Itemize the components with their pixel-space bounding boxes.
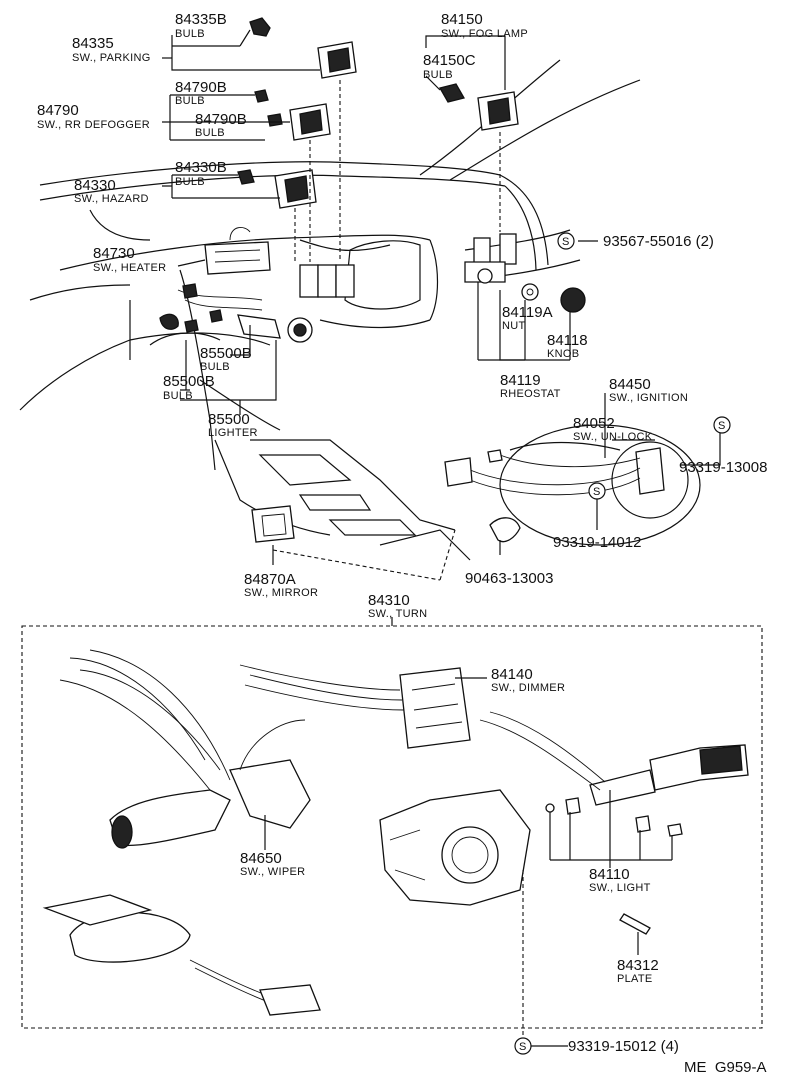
nut-84119a-shape [521, 283, 539, 301]
bulb-84150c-shape [439, 83, 465, 103]
part-desc-84310: SW., TURN [368, 608, 427, 620]
bulb-84790b-shape [254, 89, 283, 127]
part-number-84790b-upper: 84790B [175, 79, 227, 96]
part-number-84310: 84310 [368, 592, 410, 609]
part-number-84110: 84110 [589, 866, 630, 883]
part-number-84330: 84330 [74, 177, 116, 194]
part-number-84335: 84335 [72, 35, 114, 52]
switch-cluster-shape [299, 233, 517, 298]
screw-symbol-93319-13008: S [713, 416, 731, 434]
light-switch-shape [479, 711, 749, 837]
part-desc-84335: SW., PARKING [72, 52, 151, 64]
screw-symbol-93567: S [557, 232, 575, 250]
part-number-84119: 84119 [500, 372, 541, 389]
part-desc-84330b: BULB [175, 176, 205, 188]
dimmer-switch-shape [239, 664, 471, 749]
part-number-84119a: 84119A [502, 304, 553, 321]
lower-leader-lines [264, 677, 673, 1047]
part-number-85500b-upper: 85500B [200, 345, 252, 362]
part-desc-84119: RHEOSTAT [500, 388, 561, 400]
part-desc-84790b-lower: BULB [195, 127, 225, 139]
knob-84118-shape [560, 287, 586, 313]
screw-symbol-93319-15012: S [514, 1037, 532, 1055]
part-number-84870a: 84870A [244, 571, 296, 588]
part-desc-85500b-upper: BULB [200, 361, 230, 373]
mirror-switch-shape [251, 505, 295, 543]
part-number-84118: 84118 [547, 332, 588, 349]
part-number-84790b-lower: 84790B [195, 111, 247, 128]
part-number-84150c: 84150C [423, 52, 476, 69]
rheostat-shape [464, 261, 506, 284]
switch-parking-shape [317, 41, 357, 79]
screw-symbol-label: S [593, 486, 600, 498]
spiral-cable-shape [42, 894, 321, 1016]
part-desc-84330: SW., HAZARD [74, 193, 149, 205]
heater-control-shape [177, 227, 271, 311]
part-number-93319-14012: 93319-14012 [553, 534, 641, 551]
part-desc-84790b-upper: BULB [175, 95, 205, 107]
part-desc-84312: PLATE [617, 973, 653, 985]
part-desc-84870a: SW., MIRROR [244, 587, 318, 599]
part-desc-85500: LIGHTER [208, 427, 258, 439]
turn-switch-boundary [21, 617, 763, 1029]
bulb-84335b-shape [249, 17, 271, 37]
wiper-switch-shape [59, 649, 311, 849]
leader-lines [162, 29, 721, 581]
part-desc-84110: SW., LIGHT [589, 882, 651, 894]
plate-84312-shape [619, 913, 651, 935]
part-desc-84150c: BULB [423, 69, 453, 81]
part-number-84150: 84150 [441, 11, 483, 28]
part-number-84650: 84650 [240, 850, 282, 867]
part-desc-84140: SW., DIMMER [491, 682, 565, 694]
dashboard-outline [19, 59, 641, 561]
part-desc-84790: SW., RR DEFOGGER [37, 119, 150, 131]
part-desc-84052: SW., UN-LOCK [573, 431, 653, 443]
part-desc-84119a: NUT [502, 320, 526, 332]
part-desc-85500b-lower: BULB [163, 390, 193, 402]
ignition-switch-shape [444, 447, 665, 496]
screw-symbol-93319-14012: S [588, 482, 606, 500]
part-number-93319-15012: 93319-15012 (4) [568, 1038, 679, 1055]
part-number-93319-13008: 93319-13008 [679, 459, 767, 476]
part-desc-84118: KNOB [547, 348, 579, 360]
part-desc-84730: SW., HEATER [93, 262, 166, 274]
part-number-85500: 85500 [208, 411, 250, 428]
part-number-84450: 84450 [609, 376, 651, 393]
combination-switch-body-shape [379, 789, 531, 906]
switch-hazard-shape [274, 169, 317, 209]
part-number-84330b: 84330B [175, 159, 227, 176]
part-desc-84650: SW., WIPER [240, 866, 305, 878]
part-desc-84450: SW., IGNITION [609, 392, 688, 404]
part-number-85500b-lower: 85500B [163, 373, 215, 390]
clamp-90463-shape [489, 517, 521, 543]
part-number-84335b: 84335B [175, 11, 227, 28]
part-number-84730: 84730 [93, 245, 135, 262]
part-number-84312: 84312 [617, 957, 659, 974]
ignition-housing [499, 424, 701, 546]
part-number-84140: 84140 [491, 666, 533, 683]
screw-symbol-label: S [718, 420, 725, 432]
screw-symbol-label: S [519, 1041, 526, 1053]
bulb-84330b-shape [237, 169, 255, 185]
part-desc-84335b: BULB [175, 28, 205, 40]
part-desc-84150: SW., FOG LAMP [441, 28, 528, 40]
lighter-shape [159, 283, 313, 343]
switch-fog-lamp-shape [477, 91, 519, 131]
part-number-84052: 84052 [573, 415, 615, 432]
part-number-90463: 90463-13003 [465, 570, 553, 587]
diagram-code: ME G959-A [684, 1059, 767, 1076]
part-labels: 84335B BULB 84335 SW., PARKING 84150 SW.… [37, 11, 767, 1076]
part-number-93567: 93567-55016 (2) [603, 233, 714, 250]
part-number-84790: 84790 [37, 102, 79, 119]
switch-rr-defogger-shape [289, 103, 331, 141]
screw-symbol-label: S [562, 236, 569, 248]
